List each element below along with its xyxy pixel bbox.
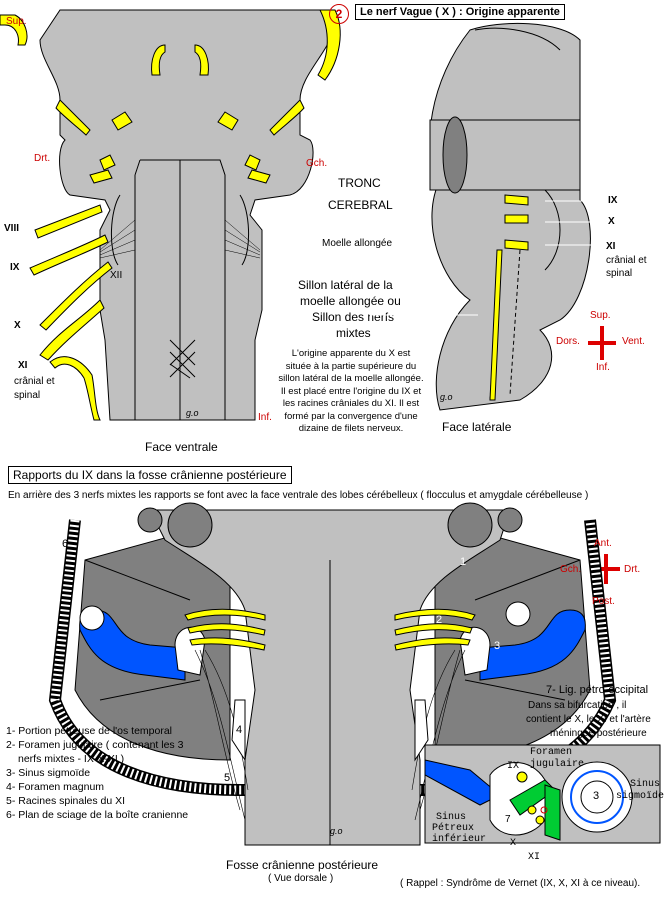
cross-label-drt: Drt. (624, 564, 641, 575)
signature-bottom: g.o (330, 826, 343, 836)
label-inf: Inf. (258, 412, 272, 423)
legend-line: 3- Sinus sigmoïde (6, 767, 91, 779)
inset-x: X (510, 838, 517, 849)
inset-sinus-pet-2: Pétreux (432, 823, 475, 834)
top-title: Le nerf Vague ( X ) : Origine apparente (355, 4, 565, 20)
inset-foramen-2: jugulaire (530, 759, 585, 770)
fossa-num-6: 6 (62, 538, 69, 550)
caption-fossa-2: ( Vue dorsale ) (268, 873, 334, 884)
fossa-num-5: 5 (224, 772, 231, 784)
legend-line: 2- Foramen jugulaire ( contenant les 3 (6, 739, 184, 751)
cross-label-vent: Vent. (622, 336, 645, 347)
label-xi: XI (18, 360, 28, 371)
label-ix: IX (10, 262, 20, 273)
lig-line-2: contient le X, le XI et l'artère (526, 714, 651, 725)
label-xii: XII (110, 270, 123, 281)
fossa-num-2: 2 (436, 614, 443, 626)
label-sillon-4: mixtes (336, 326, 371, 340)
lat-label-cranial-1: crânial et (606, 255, 647, 266)
cross-label-inf: Inf. (596, 362, 610, 373)
caption-fossa-1: Fosse crânienne postérieure (226, 858, 379, 872)
inset-xi: XI (528, 852, 541, 863)
fossa-num-4: 4 (236, 724, 243, 736)
lat-label-cranial-2: spinal (606, 268, 633, 279)
lig-line-3: méningée postérieure (550, 728, 647, 739)
label-viii: VIII (4, 223, 20, 234)
cross-label-dors: Dors. (556, 336, 580, 347)
cross-label-sup: Sup. (590, 310, 611, 321)
label-tronc: TRONC (338, 176, 381, 190)
label-cranial-spinal-left-1: crânial et (14, 376, 55, 387)
inset-seven: 7 (505, 814, 511, 825)
label-drt: Drt. (34, 153, 51, 164)
inset-sinus-sig-2: sigmoïde (616, 791, 665, 802)
fossa-num-3: 3 (494, 640, 501, 652)
jugular-foramen-inset (424, 744, 661, 844)
number-badge-text: 2 (335, 7, 343, 21)
pons-shape (39, 9, 331, 421)
lig-line-1: Dans sa bifurcation , il (528, 700, 627, 711)
legend-line: 4- Foramen magnum (6, 781, 105, 793)
inset-sinus-pet-3: inférieur (432, 834, 487, 845)
label-gch: Gch. (306, 158, 328, 169)
label-moelle: Moelle allongée (322, 238, 393, 249)
cross-label-gch: Gch. (560, 564, 582, 575)
inset-foramen-1: Foramen (530, 747, 573, 758)
bottom-title: Rapports du IX dans la fosse crânienne p… (8, 466, 292, 484)
label-x: X (14, 320, 21, 331)
bottom-legend: 1- Portion pétreuse de l'os temporal 2- … (6, 724, 188, 822)
inset-three: 3 (593, 790, 600, 802)
bottom-subtitle: En arrière des 3 nerfs mixtes les rappor… (8, 490, 589, 501)
legend-line: nerfs mixtes - IX-X-XI ) (18, 753, 125, 765)
nerve-filaments (99, 219, 261, 259)
lat-label-ix: IX (608, 195, 618, 206)
cranial-nerve-roots-ventral (0, 9, 341, 184)
label-sillon-2: moelle allongée ou (300, 294, 401, 308)
legend-line: 6- Plan de sciage de la boîte cranienne (6, 809, 189, 821)
label-sillon-1: Sillon latéral de la (298, 278, 393, 292)
caption-face-ventrale: Face ventrale (145, 440, 218, 454)
legend-line: 5- Racines spinales du XI (6, 795, 126, 807)
label-sup: Sup. (6, 16, 27, 27)
inset-sinus-sig-1: Sinus (630, 779, 661, 790)
label-cranial-spinal-left-2: spinal (14, 390, 41, 401)
cross-label-ant: Ant. (594, 538, 612, 549)
fossa-num-1: 1 (460, 556, 467, 568)
inset-ix: IX (507, 761, 520, 772)
cross-label-post: Post. (592, 596, 615, 607)
number-badge: 2 (329, 4, 349, 24)
legend-line: 1- Portion pétreuse de l'os temporal (6, 725, 173, 737)
inset-sinus-pet-1: Sinus (436, 812, 467, 823)
mixed-nerves-left (29, 204, 113, 421)
label-cerebral: CEREBRAL (328, 198, 393, 212)
lat-label-x: X (608, 216, 615, 227)
origin-paragraph: L'origine apparente du X est située à la… (278, 348, 424, 434)
lig-title: 7- Lig. pétro-occipital (546, 684, 649, 696)
orientation-cross-top (588, 326, 616, 360)
label-sillon-3: Sillon des nerfs (312, 310, 395, 324)
lat-label-xi: XI (606, 241, 616, 252)
rappel-note: ( Rappel : Syndrôme de Vernet (IX, X, XI… (400, 878, 641, 889)
signature-left: g.o (186, 408, 199, 418)
signature-right: g.o (440, 392, 453, 402)
caption-face-laterale: Face latérale (442, 420, 512, 434)
